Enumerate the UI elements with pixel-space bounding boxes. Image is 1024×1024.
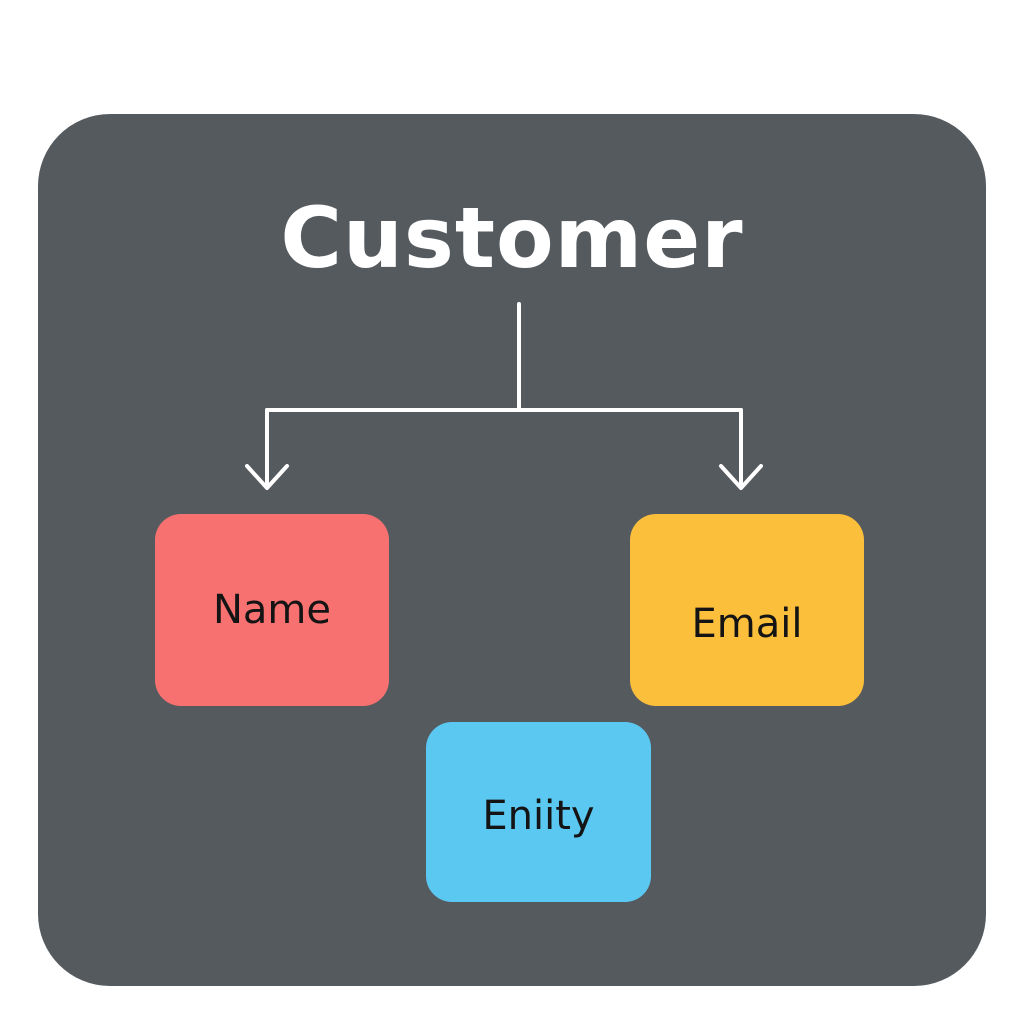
node-entity[interactable]: Eniity xyxy=(426,722,651,902)
node-name-label: Name xyxy=(212,587,331,633)
node-email-label: Email xyxy=(691,601,803,647)
node-email[interactable]: Email xyxy=(630,514,864,706)
node-entity-label: Eniity xyxy=(482,793,595,839)
node-name[interactable]: Name xyxy=(155,514,389,706)
diagram-title: Customer xyxy=(280,189,744,287)
